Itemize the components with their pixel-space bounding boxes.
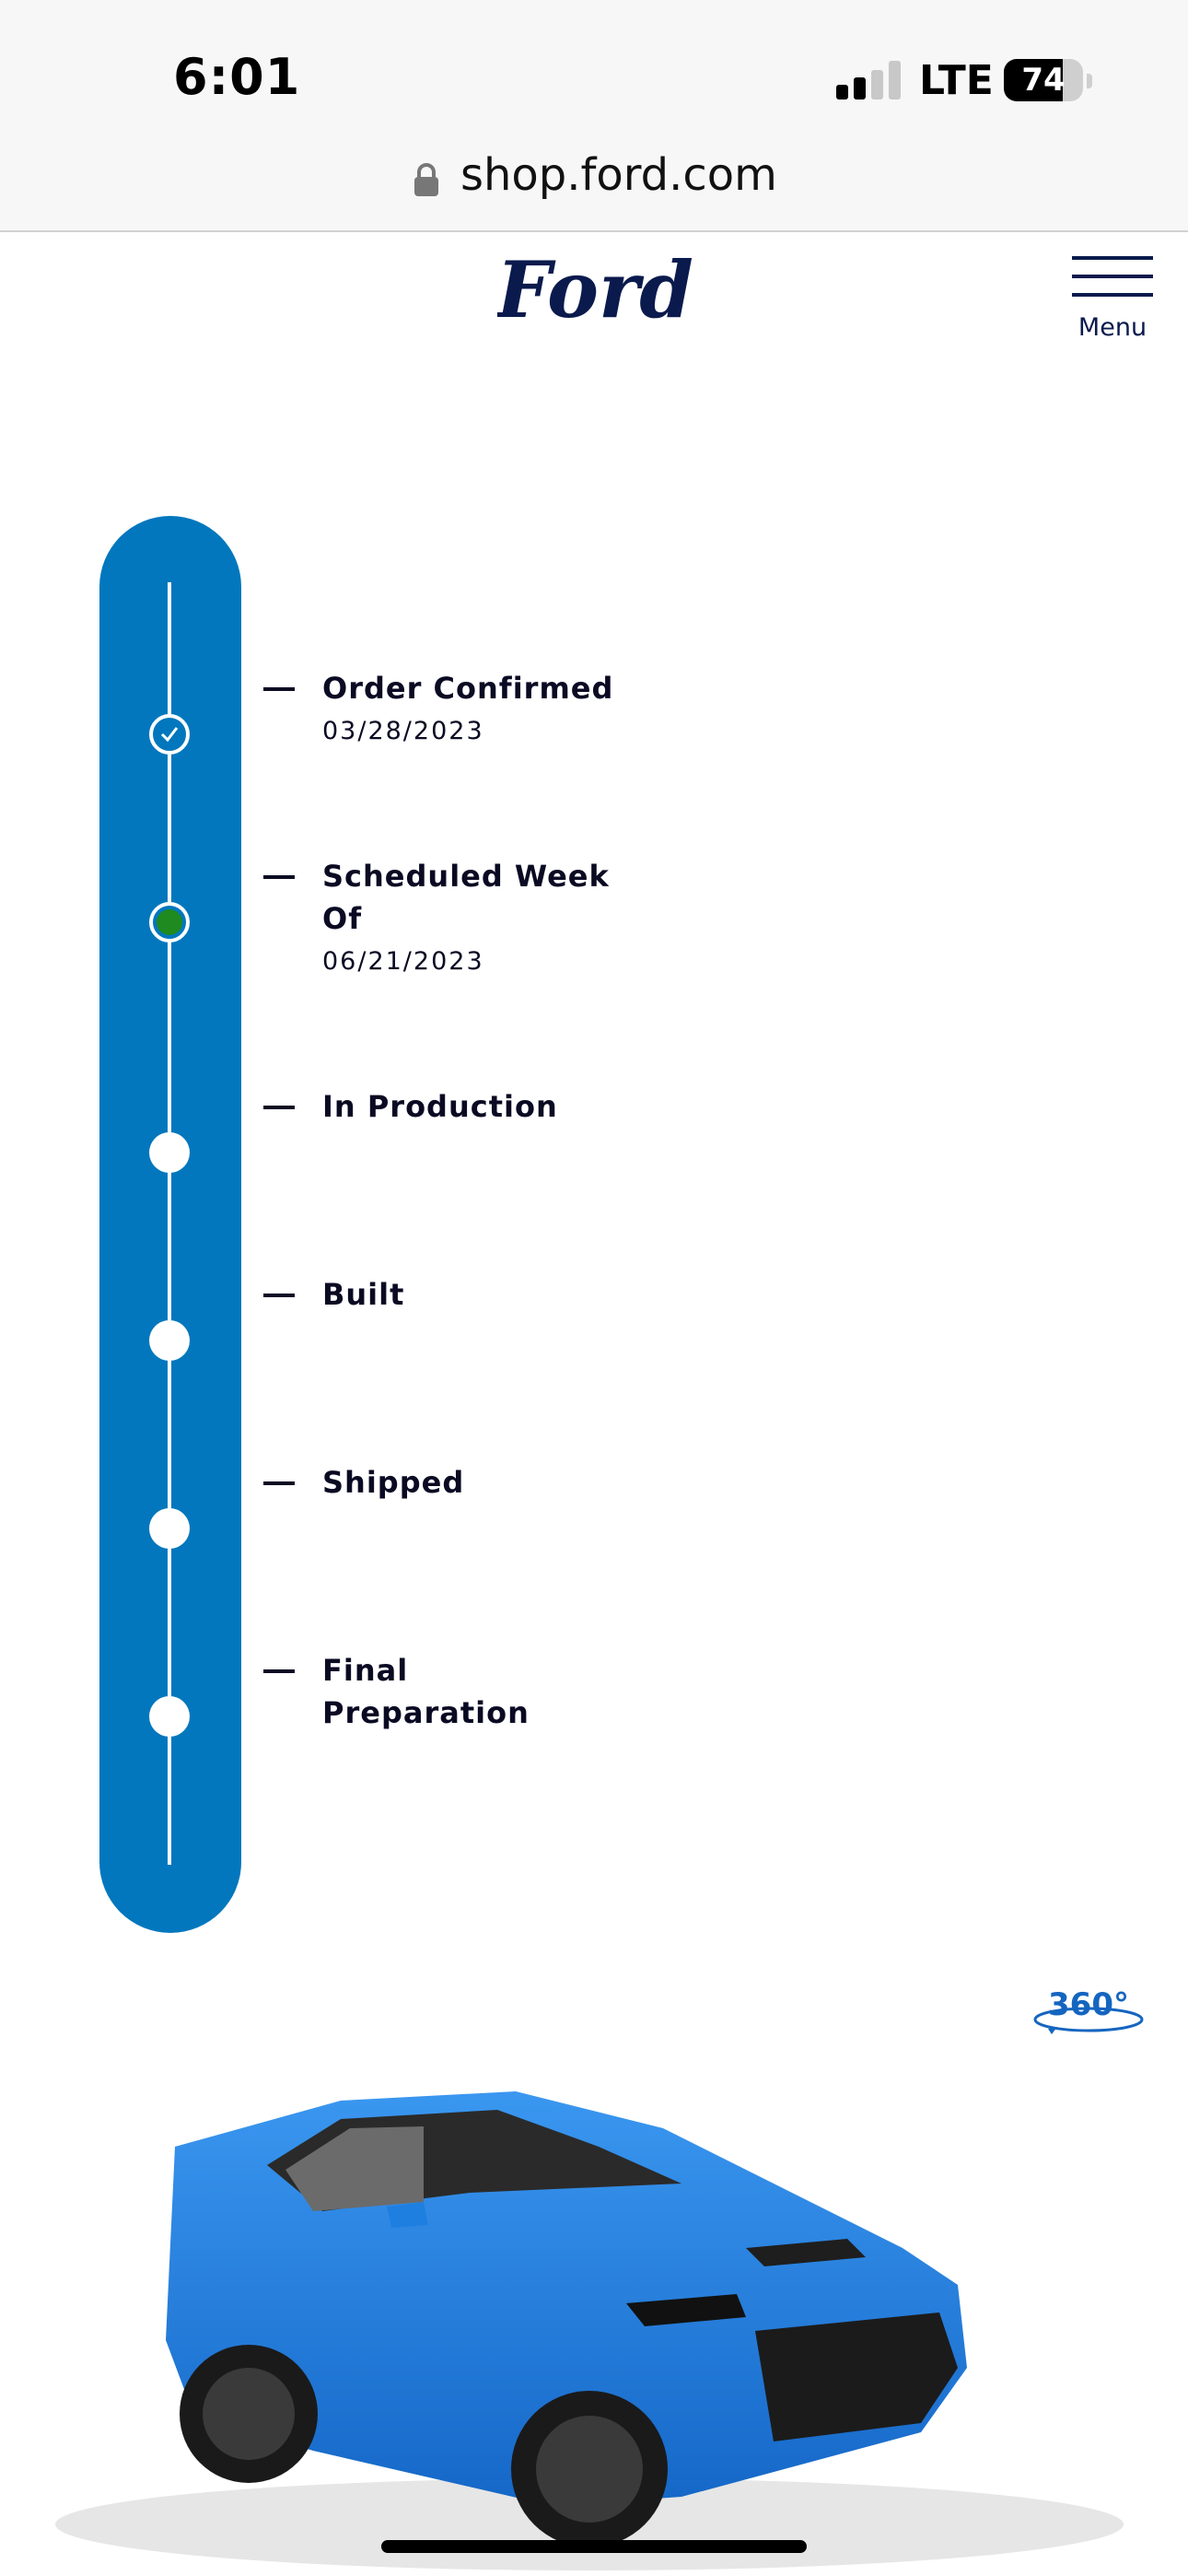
menu-icon-bar xyxy=(1072,293,1153,297)
progress-line xyxy=(168,582,171,1865)
step-pending-icon xyxy=(149,1696,190,1737)
step-date-scheduled: 06/21/2023 xyxy=(322,947,484,976)
network-label: LTE xyxy=(919,57,994,104)
menu-icon-bar xyxy=(1072,275,1153,278)
battery-icon: 74 xyxy=(1004,59,1083,101)
step-pending-icon xyxy=(149,1320,190,1361)
battery-percentage: 74 xyxy=(1021,62,1066,99)
step-dash xyxy=(263,1294,295,1297)
step-title-shipped: Shipped xyxy=(322,1465,465,1500)
step-dash xyxy=(263,875,295,879)
current-indicator xyxy=(157,909,182,935)
battery-nub xyxy=(1087,74,1092,88)
step-title-in-production: In Production xyxy=(322,1089,558,1124)
step-pending-icon xyxy=(149,1132,190,1173)
home-indicator[interactable] xyxy=(381,2540,807,2553)
signal-icon xyxy=(836,61,901,100)
status-bar xyxy=(0,0,1188,138)
step-title-order-confirmed: Order Confirmed xyxy=(322,671,614,706)
status-time: 6:01 xyxy=(173,48,301,106)
step-dash xyxy=(263,687,295,691)
svg-text:Ford: Ford xyxy=(497,244,693,335)
lock-icon xyxy=(414,163,438,196)
step-complete-check-icon xyxy=(149,714,190,755)
step-title-final-preparation: Final Preparation xyxy=(322,1653,530,1730)
url-bar[interactable] xyxy=(0,138,1188,232)
ford-logo[interactable]: Ford xyxy=(497,241,693,343)
step-dash xyxy=(263,1481,295,1485)
view-360-label: 360° xyxy=(1048,1986,1129,2023)
step-current-icon xyxy=(149,902,190,943)
rotate-360-icon xyxy=(1033,2007,1144,2034)
menu-label: Menu xyxy=(1077,313,1147,342)
url-text[interactable]: shop.ford.com xyxy=(460,149,777,201)
step-title-built: Built xyxy=(322,1277,405,1312)
step-title-scheduled: Scheduled Week Of xyxy=(322,859,610,936)
menu-icon xyxy=(1072,256,1153,260)
step-dash xyxy=(263,1106,295,1109)
menu-button[interactable]: Menu xyxy=(1066,249,1159,350)
view-360-button[interactable]: 360° xyxy=(1030,1986,1147,2042)
step-pending-icon xyxy=(149,1508,190,1549)
step-dash xyxy=(263,1669,295,1673)
car-image[interactable] xyxy=(37,2064,1151,2576)
site-header xyxy=(0,232,1188,370)
step-date-order-confirmed: 03/28/2023 xyxy=(322,717,484,745)
